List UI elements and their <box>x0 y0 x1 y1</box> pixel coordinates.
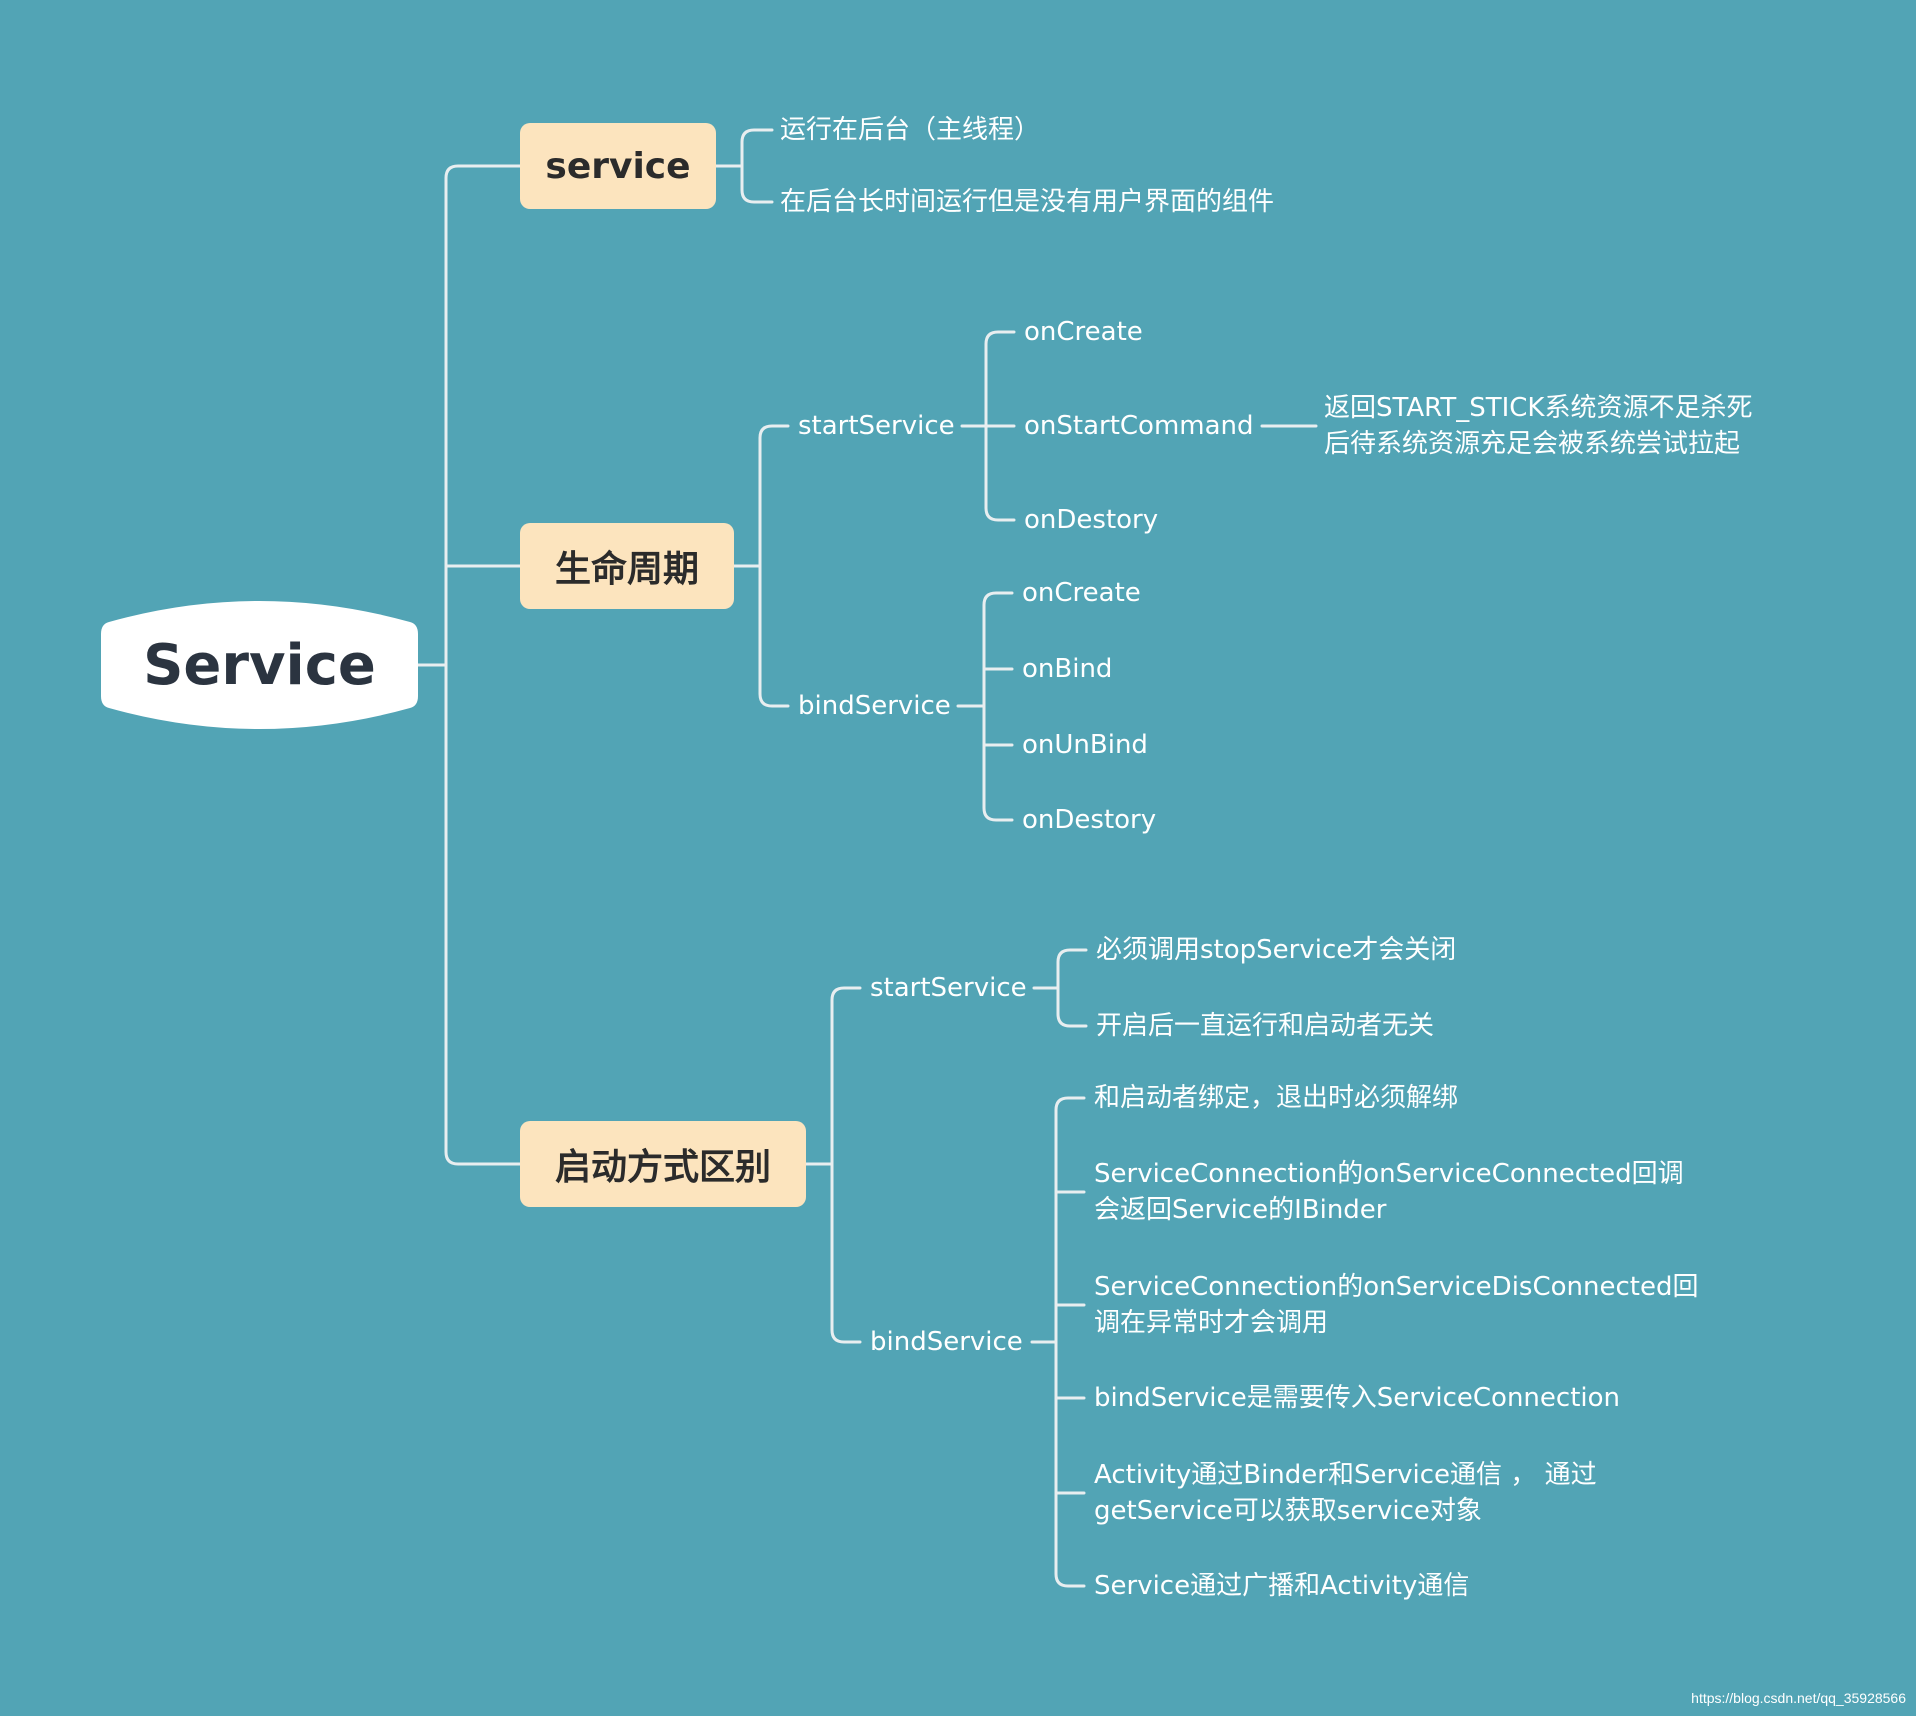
launch-bind-item-line: Activity通过Binder和Service通信 ， 通过 <box>1094 1460 1597 1490</box>
root-node-shape <box>101 601 418 729</box>
branch-launch-modes-label: 启动方式区别 <box>554 1147 771 1188</box>
launch-start-item[interactable]: 必须调用stopService才会关闭 <box>1096 935 1457 965</box>
service-item[interactable]: 在后台长时间运行但是没有用户界面的组件 <box>780 187 1275 217</box>
launch-bind-item-line: bindService是需要传入ServiceConnection <box>1094 1383 1621 1413</box>
launch-bind-item[interactable]: ServiceConnection的onServiceConnected回调 会… <box>1094 1156 1684 1228</box>
launch-bind-item-line: 会返回Service的IBinder <box>1094 1195 1387 1225</box>
launch-startservice[interactable]: startService <box>870 973 1027 1003</box>
branch-service[interactable]: service <box>520 123 716 209</box>
root-label: Service <box>143 632 376 698</box>
root-node[interactable]: Service <box>101 592 418 738</box>
launch-bind-item-line: Service通过广播和Activity通信 <box>1094 1571 1470 1601</box>
lifecycle-bind-item[interactable]: onCreate <box>1022 578 1141 608</box>
lifecycle-start-item[interactable]: onCreate <box>1024 317 1143 347</box>
launch-bind-item-line: getService可以获取service对象 <box>1094 1496 1482 1526</box>
launch-start-item[interactable]: 开启后一直运行和启动者无关 <box>1096 1011 1435 1041</box>
onstartcommand-note-line: 返回START_STICK系统资源不足杀死 <box>1324 393 1753 423</box>
lifecycle-bindservice[interactable]: bindService <box>798 691 951 721</box>
launch-bind-item[interactable]: bindService是需要传入ServiceConnection <box>1094 1380 1620 1416</box>
service-item[interactable]: 运行在后台（主线程） <box>780 115 1041 145</box>
launch-bind-item[interactable]: Service通过广播和Activity通信 <box>1094 1568 1469 1604</box>
launch-bind-item[interactable]: ServiceConnection的onServiceDisConnected回… <box>1094 1269 1698 1341</box>
lifecycle-startservice[interactable]: startService <box>798 411 955 441</box>
lifecycle-bind-item[interactable]: onUnBind <box>1022 730 1148 760</box>
branch-lifecycle[interactable]: 生命周期 <box>520 523 734 609</box>
launch-bind-item[interactable]: Activity通过Binder和Service通信 ， 通过 getServi… <box>1094 1457 1597 1529</box>
launch-bind-item-line: 调在异常时才会调用 <box>1094 1308 1329 1338</box>
lifecycle-start-item[interactable]: onDestory <box>1024 505 1159 535</box>
launch-bindservice[interactable]: bindService <box>870 1327 1023 1357</box>
lifecycle-bind-item[interactable]: onBind <box>1022 654 1113 684</box>
branch-service-label: service <box>545 145 691 187</box>
launch-bind-item-line: 和启动者绑定，退出时必须解绑 <box>1094 1083 1459 1113</box>
launch-bind-item[interactable]: 和启动者绑定，退出时必须解绑 <box>1094 1080 1458 1116</box>
source-credit: https://blog.csdn.net/qq_35928566 <box>1691 1690 1906 1706</box>
branch-launch-modes[interactable]: 启动方式区别 <box>520 1121 806 1207</box>
lifecycle-start-item[interactable]: onStartCommand <box>1024 411 1254 441</box>
branch-lifecycle-label: 生命周期 <box>554 549 699 590</box>
onstartcommand-note[interactable]: 返回START_STICK系统资源不足杀死 后待系统资源充足会被系统尝试拉起 <box>1324 390 1752 462</box>
launch-bind-item-line: ServiceConnection的onServiceDisConnected回 <box>1094 1272 1699 1302</box>
onstartcommand-note-line: 后待系统资源充足会被系统尝试拉起 <box>1324 429 1741 459</box>
lifecycle-bind-item[interactable]: onDestory <box>1022 805 1157 835</box>
launch-bind-item-line: ServiceConnection的onServiceConnected回调 <box>1094 1159 1684 1189</box>
